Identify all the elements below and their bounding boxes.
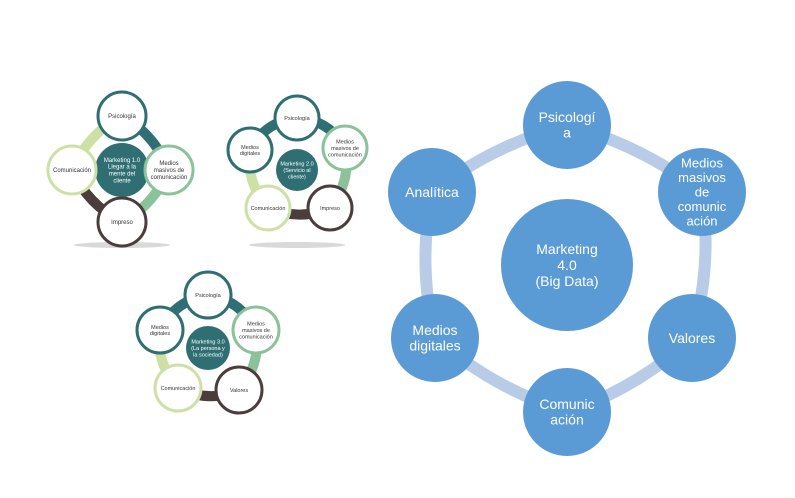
center-node bbox=[95, 143, 149, 197]
cycle-node bbox=[96, 90, 148, 142]
node-label: Valores bbox=[669, 330, 715, 346]
cycle-node bbox=[273, 94, 321, 142]
node-label: Analítica bbox=[405, 184, 459, 200]
cycle-node bbox=[648, 294, 736, 382]
cycle-node bbox=[231, 305, 281, 355]
node-label: Comunicación bbox=[251, 206, 286, 212]
cycle-node bbox=[388, 148, 476, 236]
cycle-diagram-4 bbox=[388, 81, 746, 456]
node-label: Valores bbox=[230, 388, 248, 394]
node-label: Comunicación bbox=[53, 168, 91, 174]
cycle-node bbox=[214, 365, 264, 415]
cycle-node bbox=[183, 270, 233, 320]
cycle-node bbox=[391, 294, 479, 382]
cycle-diagram-3 bbox=[135, 270, 281, 415]
cycle-node bbox=[46, 144, 98, 196]
node-label: Psicología bbox=[108, 114, 136, 120]
center-node bbox=[276, 149, 318, 191]
node-label: Psicología bbox=[195, 293, 221, 299]
cycle-diagram-1 bbox=[46, 90, 195, 248]
cycle-diagram-2 bbox=[226, 94, 369, 248]
cycle-node bbox=[523, 368, 611, 456]
cycle-node bbox=[135, 305, 185, 355]
cycle-node bbox=[306, 184, 354, 232]
cycle-node bbox=[153, 363, 203, 413]
diagram-shadow bbox=[249, 242, 345, 248]
cycle-node bbox=[523, 81, 611, 169]
node-label: Psicología bbox=[284, 116, 310, 122]
node-label: Impreso bbox=[111, 220, 133, 226]
cycle-node bbox=[226, 126, 274, 174]
node-label: Impreso bbox=[320, 206, 340, 212]
cycle-node bbox=[244, 184, 292, 232]
center-node bbox=[501, 199, 633, 331]
cycle-node bbox=[321, 124, 369, 172]
node-label: Comunicación bbox=[161, 386, 196, 392]
cycle-node bbox=[96, 196, 148, 248]
center-node bbox=[186, 326, 230, 370]
cycle-node bbox=[658, 148, 746, 236]
cycle-node bbox=[143, 144, 195, 196]
